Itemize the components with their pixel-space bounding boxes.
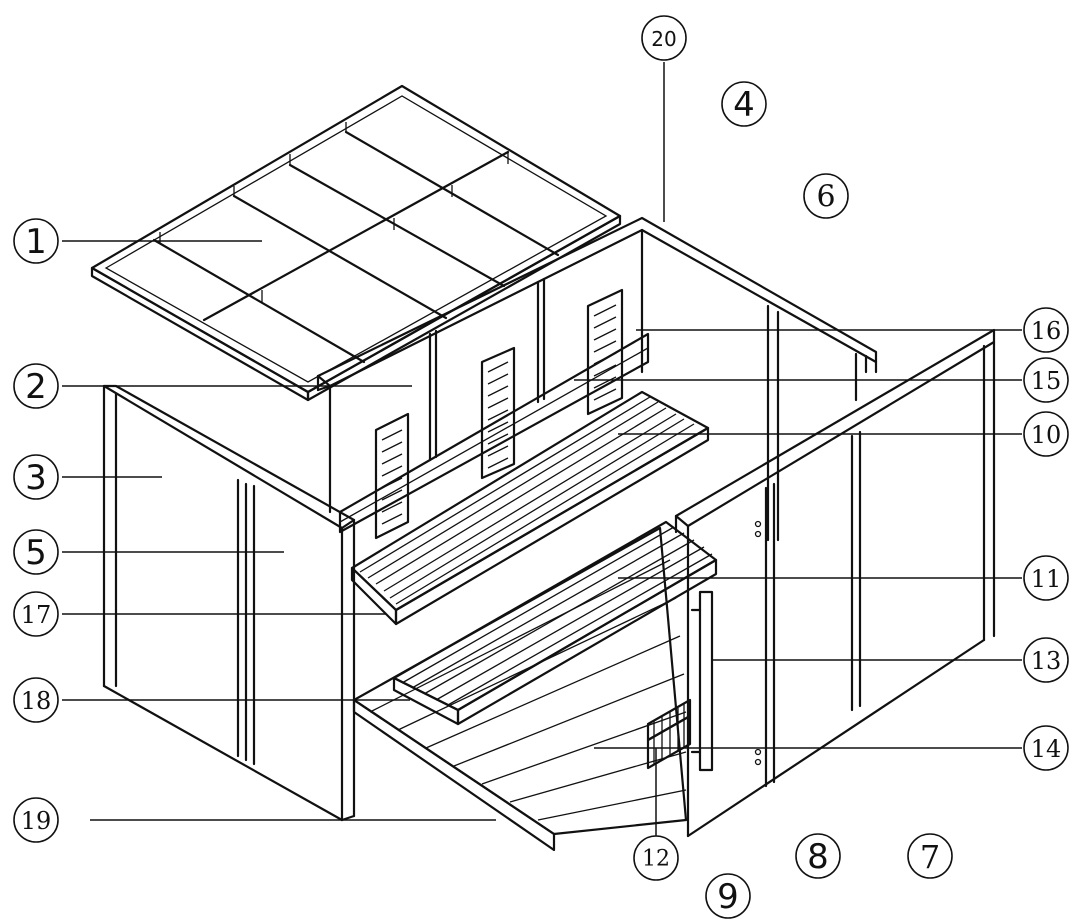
leader-lines xyxy=(62,62,1022,836)
callout-label: 15 xyxy=(1031,367,1062,395)
side-wall-right-back xyxy=(766,304,858,542)
callout-label: 10 xyxy=(1031,421,1062,449)
callout-label: 8 xyxy=(807,837,829,877)
callout-6: 6 xyxy=(803,173,849,219)
callout-label: 1 xyxy=(25,222,47,262)
callout-14: 14 xyxy=(1023,725,1069,771)
callout-7: 7 xyxy=(907,833,953,879)
callout-label: 16 xyxy=(1031,317,1062,345)
callout-4: 4 xyxy=(721,81,767,127)
callout-17: 17 xyxy=(13,591,59,637)
callout-label: 9 xyxy=(717,877,739,917)
callout-label: 6 xyxy=(816,180,835,215)
roof-panel xyxy=(90,84,622,402)
callout-9: 9 xyxy=(705,873,751,919)
callout-18: 18 xyxy=(13,677,59,723)
backrest-middle xyxy=(480,346,516,480)
callout-5: 5 xyxy=(13,529,59,575)
callout-12: 12 xyxy=(633,835,679,881)
callout-label: 7 xyxy=(920,838,940,876)
callout-label: 13 xyxy=(1031,647,1062,675)
callout-11: 11 xyxy=(1023,555,1069,601)
callout-19: 19 xyxy=(13,797,59,843)
lower-bench xyxy=(392,520,718,726)
callout-10: 10 xyxy=(1023,411,1069,457)
callout-13: 13 xyxy=(1023,637,1069,683)
side-wall-left xyxy=(102,384,356,822)
callout-label: 14 xyxy=(1031,735,1062,763)
callout-label: 4 xyxy=(733,85,755,125)
callout-8: 8 xyxy=(795,833,841,879)
callout-3: 3 xyxy=(13,454,59,500)
callout-1: 1 xyxy=(13,218,59,264)
callout-label: 3 xyxy=(25,458,47,498)
callout-label: 12 xyxy=(642,847,670,872)
door-handle xyxy=(690,590,714,772)
callout-20: 20 xyxy=(641,15,687,61)
callout-label: 5 xyxy=(25,533,47,573)
front-wall xyxy=(674,328,996,838)
back-wall xyxy=(316,216,878,514)
callout-15: 15 xyxy=(1023,357,1069,403)
callout-label: 2 xyxy=(25,367,47,407)
upper-bench xyxy=(350,390,710,626)
callout-label: 20 xyxy=(651,27,676,51)
callout-16: 16 xyxy=(1023,307,1069,353)
backrest-rails xyxy=(338,332,650,534)
callout-label: 17 xyxy=(21,601,52,629)
callout-label: 11 xyxy=(1031,565,1062,593)
heater xyxy=(646,698,692,770)
callout-label: 18 xyxy=(21,687,52,715)
callout-label: 19 xyxy=(21,807,52,835)
callout-2: 2 xyxy=(13,363,59,409)
